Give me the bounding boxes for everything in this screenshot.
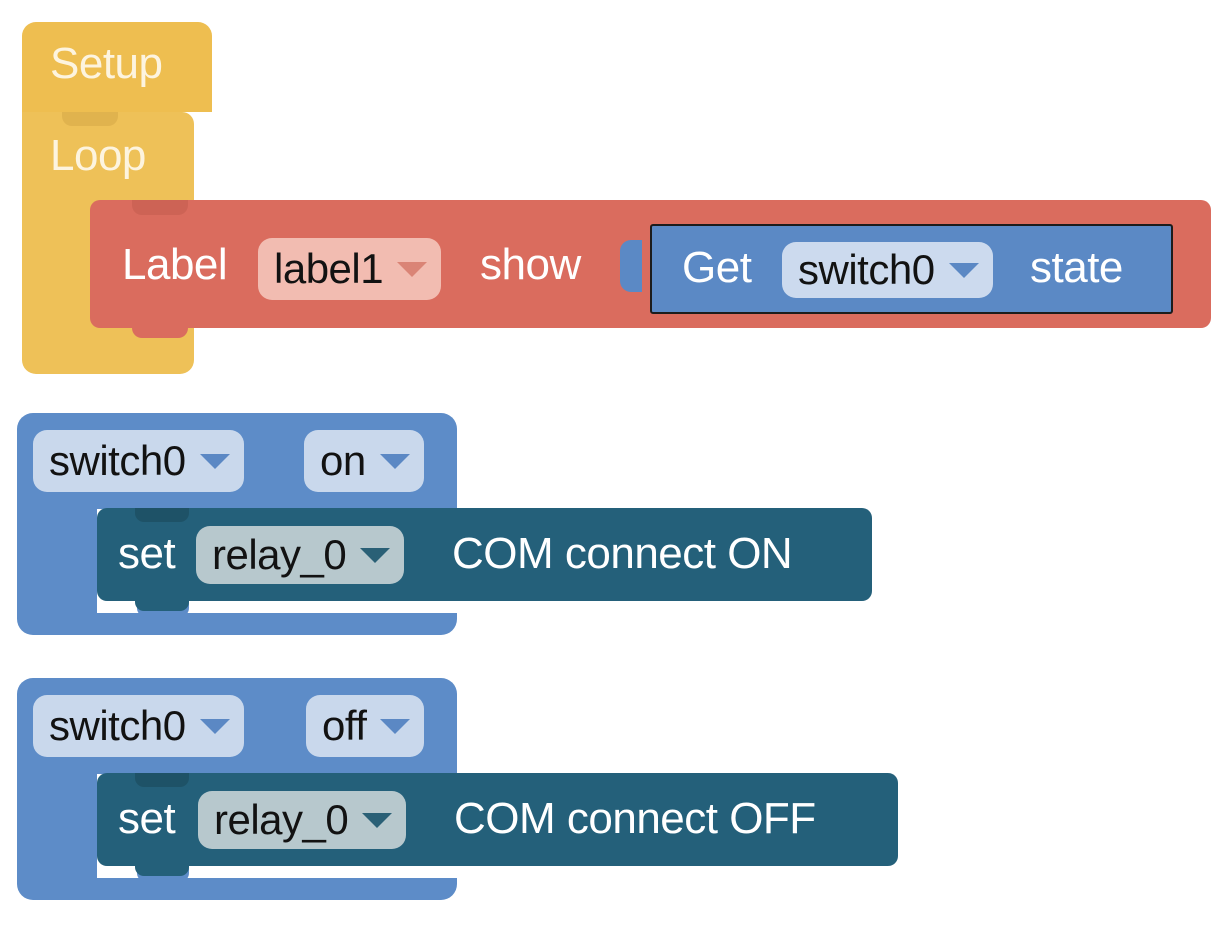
get-component-dropdown-value: switch0 bbox=[798, 246, 935, 293]
set-target-dropdown[interactable]: relay_0 bbox=[196, 526, 405, 584]
chevron-down-icon bbox=[199, 718, 230, 734]
label-block-suffix: show bbox=[480, 240, 581, 289]
chevron-down-icon bbox=[362, 812, 393, 828]
chevron-down-icon bbox=[380, 718, 411, 734]
set-block-bottom-bump bbox=[135, 860, 189, 876]
get-component-dropdown[interactable]: switch0 bbox=[782, 242, 993, 298]
value-input-socket bbox=[620, 240, 642, 292]
loop-block-label: Loop bbox=[50, 131, 146, 180]
event-state-dropdown-value: off bbox=[322, 702, 367, 749]
set-target-dropdown[interactable]: relay_0 bbox=[198, 791, 407, 849]
set-block-top-notch bbox=[135, 773, 189, 787]
set-block-prefix: set bbox=[118, 529, 176, 578]
set-block-suffix: COM connect OFF bbox=[454, 794, 816, 843]
event-component-dropdown-value: switch0 bbox=[49, 702, 186, 749]
loop-connector-notch bbox=[62, 112, 118, 126]
get-block-prefix: Get bbox=[682, 243, 752, 292]
event-component-dropdown[interactable]: switch0 bbox=[33, 695, 244, 757]
chevron-down-icon bbox=[199, 453, 230, 469]
event-state-dropdown-value: on bbox=[320, 437, 366, 484]
set-block-suffix: COM connect ON bbox=[452, 529, 793, 578]
chevron-down-icon bbox=[397, 261, 428, 277]
set-block-top-notch bbox=[135, 508, 189, 522]
event-component-dropdown-value: switch0 bbox=[49, 437, 186, 484]
block-group-switch0-off[interactable]: switch0 off set relay_0 COM connect OFF bbox=[0, 678, 1216, 908]
chevron-down-icon bbox=[379, 453, 410, 469]
chevron-down-icon bbox=[948, 262, 979, 278]
block-group-setup-loop[interactable]: Setup Loop Label label1 show Get switch0… bbox=[0, 0, 1216, 400]
label-block-bottom-bump bbox=[132, 322, 188, 338]
chevron-down-icon bbox=[360, 547, 391, 563]
event-state-dropdown[interactable]: off bbox=[306, 695, 425, 757]
set-block-bottom-bump bbox=[135, 595, 189, 611]
label-name-dropdown-value: label1 bbox=[274, 245, 384, 292]
set-target-dropdown-value: relay_0 bbox=[214, 796, 349, 843]
label-block-top-notch bbox=[132, 200, 188, 215]
block-group-switch0-on[interactable]: switch0 on set relay_0 COM connect ON bbox=[0, 413, 1216, 643]
label-block-prefix: Label bbox=[122, 240, 228, 289]
loop-block-top[interactable] bbox=[22, 112, 194, 204]
set-block-prefix: set bbox=[118, 794, 176, 843]
event-state-dropdown[interactable]: on bbox=[304, 430, 424, 492]
event-component-dropdown[interactable]: switch0 bbox=[33, 430, 244, 492]
loop-block-left-arm[interactable] bbox=[22, 190, 94, 340]
setup-hat-block[interactable] bbox=[22, 22, 212, 112]
set-target-dropdown-value: relay_0 bbox=[212, 531, 347, 578]
get-block-suffix: state bbox=[1030, 243, 1123, 292]
setup-block-label: Setup bbox=[50, 39, 163, 88]
label-name-dropdown[interactable]: label1 bbox=[258, 238, 442, 300]
